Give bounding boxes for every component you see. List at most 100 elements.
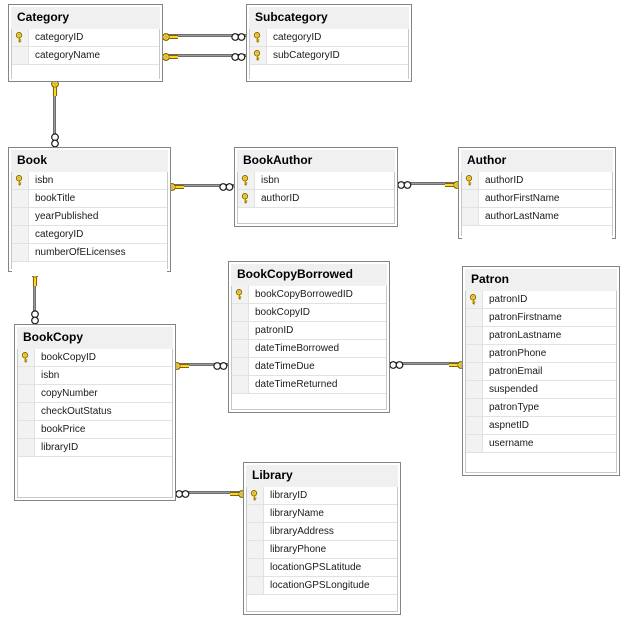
- field-row[interactable]: authorFirstName: [462, 190, 612, 208]
- field-row[interactable]: patronFirstname: [466, 309, 616, 327]
- field-row-primary-key[interactable]: isbn: [12, 172, 167, 190]
- field-name: bookCopyBorrowedID: [255, 288, 353, 300]
- field-gutter: [462, 190, 479, 207]
- relationship-many-endpoint: [389, 358, 405, 376]
- field-name: isbn: [41, 369, 60, 381]
- field-name: checkOutStatus: [41, 405, 112, 417]
- field-row-primary-key[interactable]: bookCopyBorrowedID: [232, 286, 386, 304]
- field-row-primary-key[interactable]: patronID: [466, 291, 616, 309]
- primary-key-icon: [238, 172, 255, 189]
- field-row[interactable]: dateTimeBorrowed: [232, 340, 386, 358]
- entity-title: BookCopy: [17, 327, 173, 349]
- field-row[interactable]: bookTitle: [12, 190, 167, 208]
- entity-title: BookCopyBorrowed: [231, 264, 387, 286]
- field-name: locationGPSLatitude: [270, 561, 362, 573]
- field-row[interactable]: username: [466, 435, 616, 453]
- field-name: patronID: [255, 324, 294, 336]
- field-row[interactable]: bookPrice: [18, 421, 172, 439]
- field-row-primary-key[interactable]: libraryID: [247, 487, 397, 505]
- field-gutter: [232, 304, 249, 321]
- field-name: suspended: [489, 383, 538, 395]
- field-row[interactable]: categoryID: [12, 226, 167, 244]
- relationship-key-endpoint: [49, 79, 61, 102]
- field-gutter: [12, 47, 29, 64]
- primary-key-icon: [238, 190, 255, 207]
- field-name: authorID: [261, 192, 300, 204]
- field-row[interactable]: numberOfELicenses: [12, 244, 167, 262]
- primary-key-icon: [247, 487, 264, 504]
- relationship-many-endpoint: [231, 30, 247, 48]
- relationship-many-endpoint: [175, 487, 191, 505]
- relationship-many-endpoint: [231, 50, 247, 68]
- field-row-primary-key[interactable]: authorID: [462, 172, 612, 190]
- field-row[interactable]: copyNumber: [18, 385, 172, 403]
- field-row[interactable]: libraryPhone: [247, 541, 397, 559]
- field-gutter: [247, 523, 264, 540]
- field-row[interactable]: aspnetID: [466, 417, 616, 435]
- field-row[interactable]: patronType: [466, 399, 616, 417]
- field-row-primary-key[interactable]: subCategoryID: [250, 47, 408, 65]
- field-name: categoryID: [35, 228, 84, 240]
- field-row[interactable]: libraryAddress: [247, 523, 397, 541]
- field-name: dateTimeReturned: [255, 378, 338, 390]
- connector-line: [390, 362, 462, 365]
- field-row[interactable]: locationGPSLongitude: [247, 577, 397, 595]
- field-gutter: [12, 226, 29, 243]
- field-gutter: [466, 345, 483, 362]
- entity-field-list: bookCopyBorrowedID bookCopyID patronID date…: [231, 286, 387, 410]
- connector-line: [171, 184, 234, 187]
- field-gutter: [247, 541, 264, 558]
- field-row[interactable]: patronEmail: [466, 363, 616, 381]
- field-row[interactable]: locationGPSLatitude: [247, 559, 397, 577]
- field-name: categoryName: [35, 49, 101, 61]
- field-name: libraryID: [41, 441, 79, 453]
- field-row[interactable]: dateTimeReturned: [232, 376, 386, 394]
- field-gutter: [247, 559, 264, 576]
- field-row[interactable]: libraryName: [247, 505, 397, 523]
- connector-line: [165, 54, 246, 57]
- field-row-primary-key[interactable]: isbn: [238, 172, 394, 190]
- connector-line: [176, 363, 228, 366]
- field-row[interactable]: patronLastname: [466, 327, 616, 345]
- field-name: libraryName: [270, 507, 324, 519]
- field-row-primary-key[interactable]: categoryID: [250, 29, 408, 47]
- field-row-primary-key[interactable]: categoryID: [12, 29, 159, 47]
- field-row[interactable]: suspended: [466, 381, 616, 399]
- field-gutter: [247, 505, 264, 522]
- field-row[interactable]: dateTimeDue: [232, 358, 386, 376]
- field-row[interactable]: yearPublished: [12, 208, 167, 226]
- field-name: authorLastName: [485, 210, 559, 222]
- field-name: username: [489, 437, 534, 449]
- entity-title: Author: [461, 150, 613, 172]
- field-gutter: [466, 327, 483, 344]
- field-row[interactable]: authorLastName: [462, 208, 612, 226]
- relationship-key-endpoint: [161, 50, 179, 68]
- field-row[interactable]: libraryID: [18, 439, 172, 457]
- field-row[interactable]: categoryName: [12, 47, 159, 65]
- field-name: libraryID: [270, 489, 308, 501]
- field-row[interactable]: isbn: [18, 367, 172, 385]
- field-name: authorFirstName: [485, 192, 560, 204]
- field-row-primary-key[interactable]: authorID: [238, 190, 394, 208]
- field-row[interactable]: checkOutStatus: [18, 403, 172, 421]
- field-row[interactable]: patronID: [232, 322, 386, 340]
- entity-empty-row: [462, 226, 612, 240]
- field-gutter: [466, 399, 483, 416]
- field-row[interactable]: bookCopyID: [232, 304, 386, 322]
- primary-key-icon: [250, 47, 267, 64]
- field-row[interactable]: patronPhone: [466, 345, 616, 363]
- field-gutter: [18, 421, 35, 438]
- field-row-primary-key[interactable]: bookCopyID: [18, 349, 172, 367]
